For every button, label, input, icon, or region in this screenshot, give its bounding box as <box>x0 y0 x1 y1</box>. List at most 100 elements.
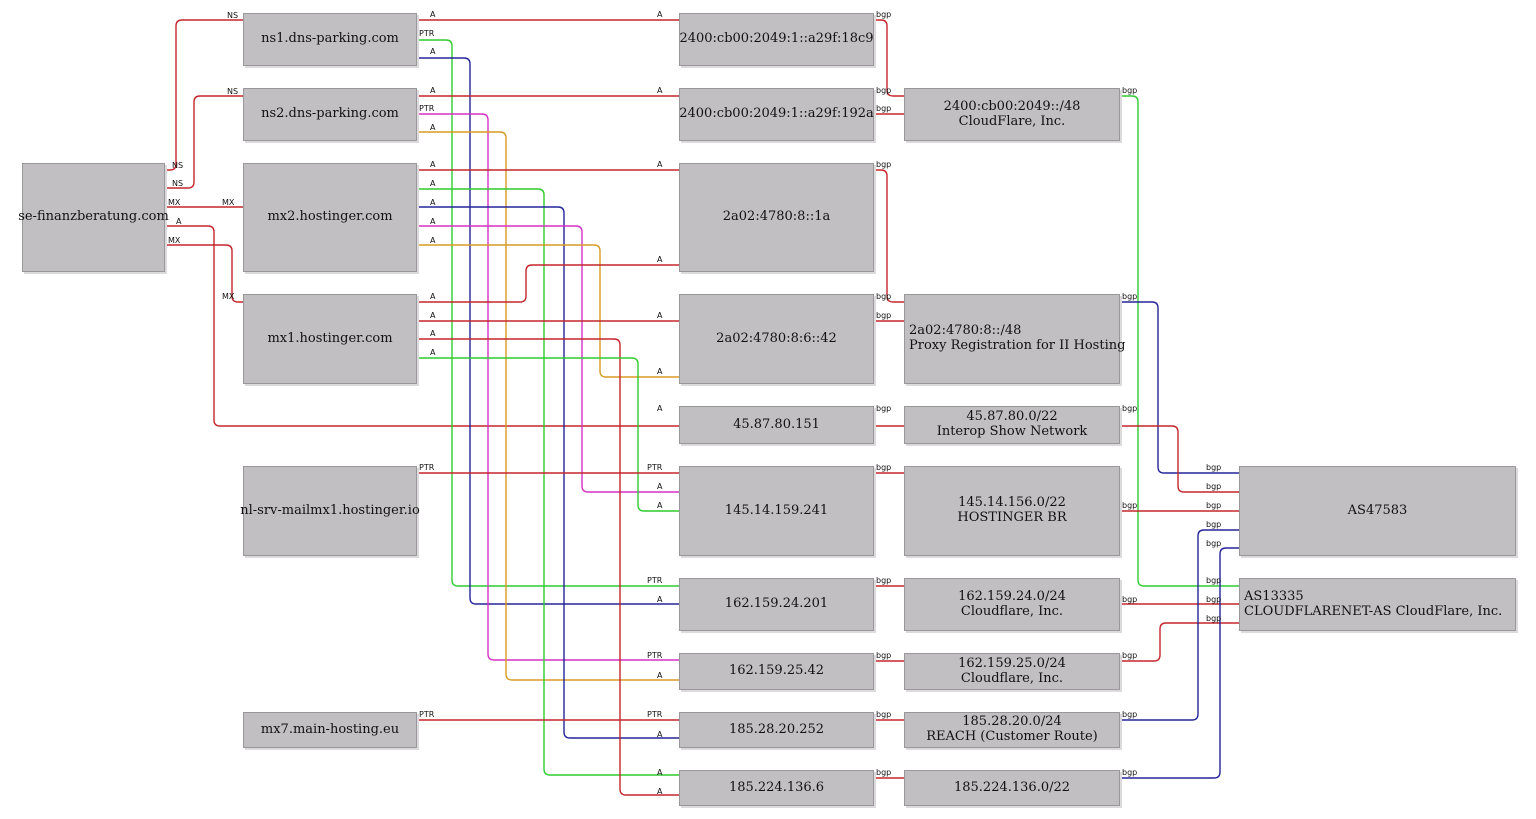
edge-label-bgp: bgp <box>876 311 891 320</box>
node-domain[interactable]: se-finanzberatung.com <box>18 163 169 272</box>
edge-label-ns: NS <box>227 11 238 20</box>
edge-label-a: A <box>657 730 663 739</box>
edge-label-a: A <box>430 123 436 132</box>
node-label: 2a02:4780:8:6::42 <box>716 330 837 346</box>
edge-label-bgp: bgp <box>1122 595 1137 604</box>
edge-label-a: A <box>176 217 182 226</box>
edge-as-2a02 <box>1120 301 1239 474</box>
node-label: 185.28.20.252 <box>728 721 825 737</box>
edge-label-bgp: bgp <box>1206 539 1221 548</box>
edge-mx1-a4 <box>417 357 679 512</box>
edge-label-a: A <box>430 160 436 169</box>
node-label: 185.28.20.0/24 <box>962 714 1062 730</box>
edge-label-a: A <box>430 217 436 226</box>
edge-label-a: A <box>657 768 663 777</box>
edge-mx1-a3 <box>417 338 679 796</box>
edge-ns-ns2 <box>165 95 243 189</box>
edge-label-a: A <box>657 671 663 680</box>
node-label: mx2.hostinger.com <box>267 209 393 225</box>
node-label: mx7.main-hosting.eu <box>260 721 400 737</box>
node-label: 2400:cb00:2049:1::a29f:18c9 <box>679 31 874 47</box>
edge-ns1-ptr <box>417 39 679 587</box>
edge-as-185b <box>1120 547 1239 779</box>
node-mx2[interactable]: mx2.hostinger.com <box>243 163 417 272</box>
node-label: ns1.dns-parking.com <box>261 31 399 47</box>
node-ns2[interactable]: ns2.dns-parking.com <box>243 88 417 141</box>
edge-label-a: A <box>430 179 436 188</box>
edge-label-a: A <box>657 404 663 413</box>
node-ip-2a02-42[interactable]: 2a02:4780:8:6::42 <box>679 294 874 384</box>
edge-label-bgp: bgp <box>1206 520 1221 529</box>
node-ip-162-24[interactable]: 162.159.24.201 <box>679 578 874 631</box>
edge-as-2400 <box>1120 95 1239 587</box>
edge-ns1-a2 <box>417 57 679 605</box>
edge-ns-ns1 <box>165 19 243 171</box>
edge-label-bgp: bgp <box>1206 482 1221 491</box>
node-label: 2400:cb00:2049:1::a29f:192a <box>679 106 874 122</box>
node-ns1[interactable]: ns1.dns-parking.com <box>243 13 417 66</box>
edge-label-a: A <box>430 236 436 245</box>
node-label-2: Interop Show Network <box>936 424 1088 439</box>
edge-label-bgp: bgp <box>876 160 891 169</box>
edge-mx-mx1 <box>165 244 243 303</box>
node-label: 162.159.24.0/24 <box>958 588 1066 604</box>
edge-label-bgp: bgp <box>1206 463 1221 472</box>
edge-label-a: A <box>430 292 436 301</box>
edge-label-bgp: bgp <box>876 710 891 719</box>
edge-label-a: A <box>430 198 436 207</box>
node-ip-2400-18c9[interactable]: 2400:cb00:2049:1::a29f:18c9 <box>679 13 874 66</box>
edge-mx2-a4 <box>417 225 679 493</box>
edge-label-bgp: bgp <box>1122 404 1137 413</box>
edge-label-bgp: bgp <box>1206 614 1221 623</box>
edge-mx2-a5 <box>417 244 679 378</box>
node-label-2: CloudFlare, Inc. <box>958 113 1066 129</box>
node-label: 162.159.25.42 <box>728 663 825 679</box>
edge-label-a: A <box>657 482 663 491</box>
edge-ns2-a2 <box>417 131 679 681</box>
node-label: 145.14.159.241 <box>724 502 829 518</box>
node-mx7[interactable]: mx7.main-hosting.eu <box>243 712 417 748</box>
edge-label-bgp: bgp <box>1206 595 1221 604</box>
node-label: se-finanzberatung.com <box>18 209 169 225</box>
edge-label-mx: MX <box>222 292 235 301</box>
edge-label-a: A <box>430 10 436 19</box>
node-label: 185.224.136.0/22 <box>953 779 1071 795</box>
edge-label-ptr: PTR <box>419 29 435 38</box>
node-ip-145-14[interactable]: 145.14.159.241 <box>679 466 874 556</box>
edge-label-a: A <box>657 311 663 320</box>
node-ip-185-28[interactable]: 185.28.20.252 <box>679 712 874 748</box>
node-nl-srv[interactable]: nl-srv-mailmx1.hostinger.io <box>240 466 420 556</box>
node-ip-162-25[interactable]: 162.159.25.42 <box>679 653 874 690</box>
node-ip-185-224[interactable]: 185.224.136.6 <box>679 770 874 806</box>
edge-label-bgp: bgp <box>876 292 891 301</box>
node-label: ns2.dns-parking.com <box>261 106 399 122</box>
edge-label-a: A <box>657 160 663 169</box>
node-label-2: Cloudflare, Inc. <box>960 670 1064 686</box>
edge-label-bgp: bgp <box>876 651 891 660</box>
edge-label-a: A <box>430 86 436 95</box>
edge-label-bgp: bgp <box>876 576 891 585</box>
edge-label-a: A <box>657 86 663 95</box>
edge-label-ptr: PTR <box>419 104 435 113</box>
node-prefix-185-224[interactable]: 185.224.136.0/22 <box>904 770 1120 806</box>
node-as47583[interactable]: AS47583 <box>1239 466 1516 556</box>
node-ip-45-87[interactable]: 45.87.80.151 <box>679 406 874 444</box>
edge-label-a: A <box>430 47 436 56</box>
node-ip-2400-192a[interactable]: 2400:cb00:2049:1::a29f:192a <box>679 88 874 141</box>
node-label-2: Cloudflare, Inc. <box>960 603 1064 619</box>
edge-label-bgp: bgp <box>1206 501 1221 510</box>
edge-label-mx: MX <box>168 198 181 207</box>
node-ip-2a02-1a[interactable]: 2a02:4780:8::1a <box>679 163 874 272</box>
node-mx1[interactable]: mx1.hostinger.com <box>243 294 417 384</box>
edge-as-162b <box>1120 622 1239 662</box>
edge-label-bgp: bgp <box>1122 710 1137 719</box>
